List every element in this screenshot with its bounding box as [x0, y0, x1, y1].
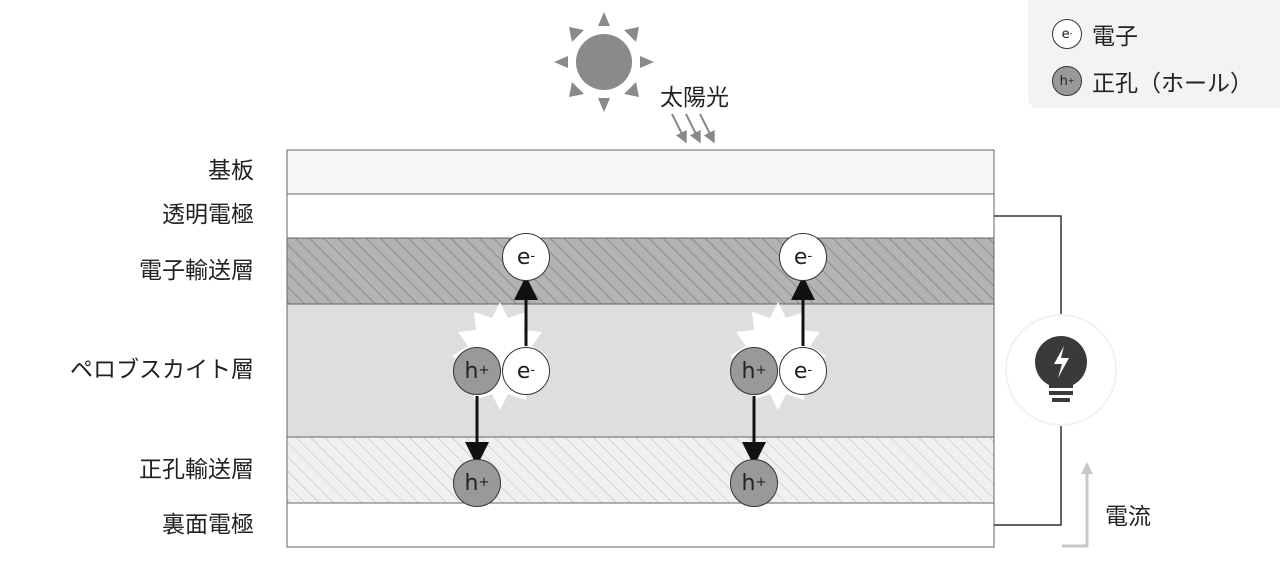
layer-label-back-electrode: 裏面電極	[162, 512, 254, 538]
layer-perovskite	[286, 303, 995, 438]
layer-label-hole-transport: 正孔輸送層	[139, 457, 254, 483]
layer-label-transparent-electrode: 透明電極	[162, 202, 254, 228]
electron-etl-right: e-	[779, 233, 827, 281]
electron-etl-left: e-	[502, 233, 550, 281]
layer-hole-transport	[286, 436, 995, 504]
legend-hole-icon: h+	[1052, 66, 1082, 96]
hole-htl-right: h+	[730, 459, 778, 507]
layer-label-electron-transport: 電子輸送層	[139, 258, 254, 284]
sunlight-arrows	[671, 113, 715, 144]
lightning-bolt-icon	[1054, 346, 1069, 378]
layer-label-substrate: 基板	[208, 158, 254, 184]
layer-label-perovskite: ペロブスカイト層	[70, 357, 254, 383]
legend-electron-label: 電子	[1092, 24, 1138, 50]
layer-electron-transport	[286, 237, 995, 305]
hole-perovskite-left: h+	[453, 347, 501, 395]
carrier-arrows	[465, 276, 815, 466]
legend-electron: e- 電子	[1052, 17, 1138, 51]
sunlight-label: 太陽光	[660, 85, 729, 111]
legend-hole: h+ 正孔（ホール）	[1052, 64, 1253, 98]
layer-back-electrode	[286, 502, 995, 548]
light-bulb-icon	[1005, 314, 1117, 426]
layer-transparent-electrode	[286, 193, 995, 239]
sun-icon	[554, 12, 654, 112]
legend-electron-icon: e-	[1052, 19, 1082, 49]
legend: e- 電子 h+ 正孔（ホール）	[1028, 0, 1280, 108]
legend-hole-label: 正孔（ホール）	[1092, 71, 1253, 97]
hole-perovskite-right: h+	[730, 347, 778, 395]
external-circuit	[994, 215, 1062, 526]
current-arrow	[1062, 462, 1093, 548]
electron-perovskite-left: e-	[502, 347, 550, 395]
electron-perovskite-right: e-	[779, 347, 827, 395]
current-label: 電流	[1105, 504, 1151, 530]
layer-substrate	[286, 149, 995, 195]
hole-htl-left: h+	[453, 459, 501, 507]
